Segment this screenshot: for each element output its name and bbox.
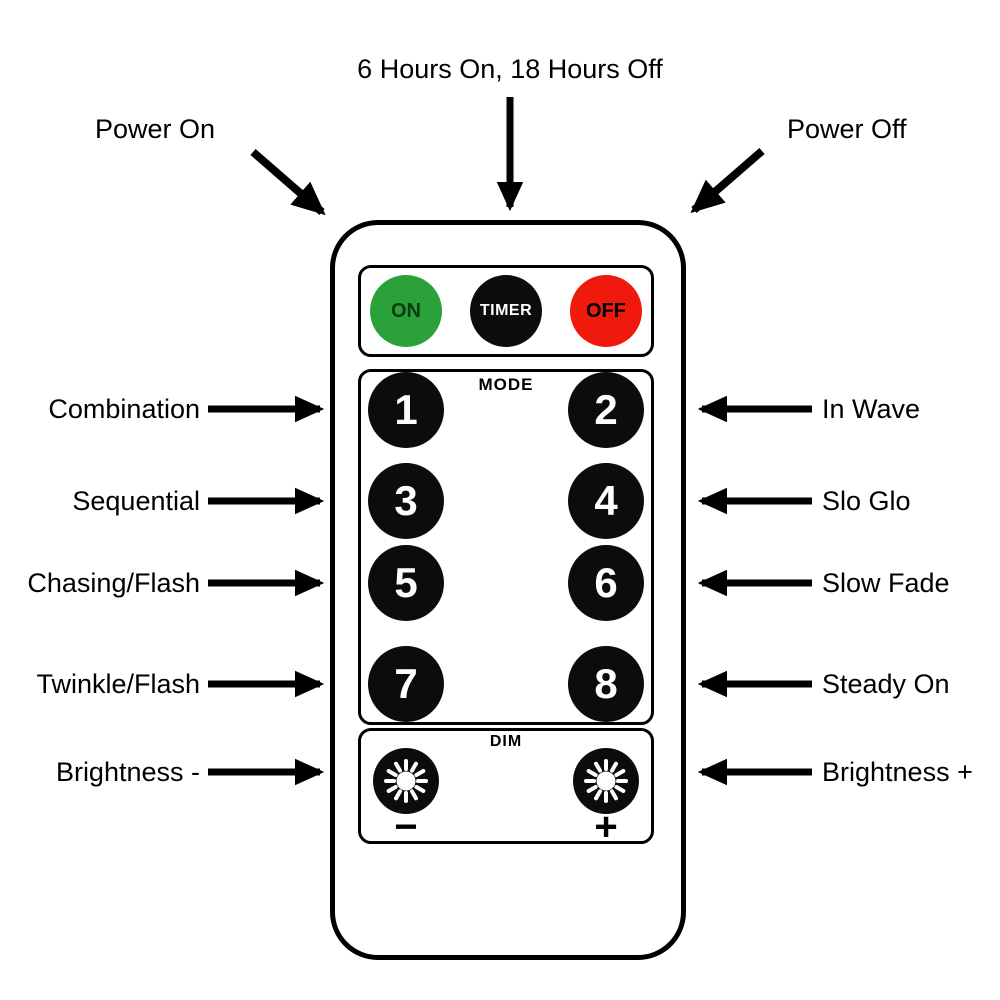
brightness-up-button[interactable] — [573, 748, 639, 814]
label-slow-fade: Slow Fade — [822, 568, 950, 598]
mode-button-6[interactable]: 6 — [568, 545, 644, 621]
remote-body: ON TIMER OFF MODE 1 2 3 4 5 6 7 8 DIM — [330, 220, 686, 960]
plus-sign: + — [594, 805, 618, 849]
label-power-on: Power On — [95, 114, 216, 144]
minus-sign: − — [394, 805, 418, 849]
mode-button-4[interactable]: 4 — [568, 463, 644, 539]
dim-label: DIM — [489, 733, 523, 750]
label-slo-glo: Slo Glo — [822, 486, 911, 516]
arrow-power-on — [250, 148, 326, 216]
brightness-icon — [384, 759, 428, 803]
mode-button-3[interactable]: 3 — [368, 463, 444, 539]
off-button[interactable]: OFF — [570, 275, 642, 347]
label-brightness-plus: Brightness + — [822, 757, 973, 787]
label-combination: Combination — [48, 394, 200, 424]
label-twinkle-flash: Twinkle/Flash — [36, 669, 200, 699]
mode-panel: MODE 1 2 3 4 5 6 7 8 — [358, 369, 654, 725]
mode-button-1[interactable]: 1 — [368, 372, 444, 448]
on-button[interactable]: ON — [370, 275, 442, 347]
label-steady-on: Steady On — [822, 669, 950, 699]
arrow-power-off — [690, 147, 765, 214]
label-timer-schedule: 6 Hours On, 18 Hours Off — [357, 54, 663, 84]
power-panel: ON TIMER OFF — [358, 265, 654, 357]
label-brightness-minus: Brightness - — [55, 757, 200, 787]
label-power-off: Power Off — [787, 114, 907, 144]
label-in-wave: In Wave — [822, 394, 921, 424]
mode-button-7[interactable]: 7 — [368, 646, 444, 722]
mode-button-2[interactable]: 2 — [568, 372, 644, 448]
label-chasing-flash: Chasing/Flash — [27, 568, 200, 598]
timer-button[interactable]: TIMER — [470, 275, 542, 347]
mode-label: MODE — [478, 375, 534, 394]
brightness-down-button[interactable] — [373, 748, 439, 814]
label-sequential: Sequential — [72, 486, 200, 516]
mode-button-5[interactable]: 5 — [368, 545, 444, 621]
dim-panel: DIM − + — [358, 728, 654, 849]
brightness-icon — [584, 759, 628, 803]
mode-button-8[interactable]: 8 — [568, 646, 644, 722]
